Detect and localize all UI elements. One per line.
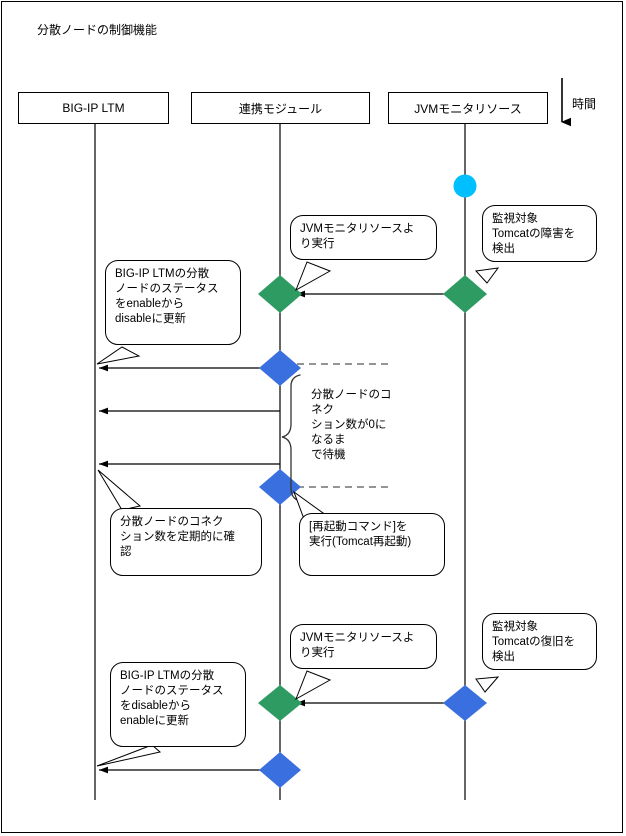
callout-tail-status-2 bbox=[96, 744, 162, 767]
page-title: 分散ノードの制御機能 bbox=[37, 23, 158, 37]
callout-recovery-detect[interactable]: 監視対象 Tomcatの復旧を 検出 bbox=[482, 613, 597, 670]
callout-restart-command-text: [再起動コマンド]を 実行(Tomcat再起動) bbox=[309, 521, 412, 548]
lifeline-label-bigip: BIG-IP LTM bbox=[62, 101, 125, 115]
node-marker-blue-1 bbox=[259, 350, 301, 386]
lifeline-label-jvm: JVMモニタリソース bbox=[414, 101, 522, 116]
callout-status-enable-to-disable[interactable]: BIG-IP LTMの分散 ノードのステータス をenableから disabl… bbox=[105, 260, 241, 345]
node-marker-green-3 bbox=[258, 685, 302, 721]
lifeline-label-module: 連携モジュール bbox=[238, 101, 323, 116]
node-marker-green-1 bbox=[258, 275, 302, 313]
lifeline-box-jvm[interactable]: JVMモニタリソース bbox=[388, 92, 548, 124]
callout-exec-from-jvm-1-text: JVMモニタリソースよ り実行 bbox=[300, 223, 415, 250]
callout-exec-from-jvm-1[interactable]: JVMモニタリソースよ り実行 bbox=[290, 215, 437, 260]
wait-brace bbox=[281, 374, 301, 502]
lifeline-box-module[interactable]: 連携モジュール bbox=[191, 92, 370, 124]
callout-tail-exec-jvm-1 bbox=[295, 261, 332, 292]
callout-check-connections-text: 分散ノードのコネク ション数を定期的に確 認 bbox=[120, 516, 235, 558]
callout-check-connections[interactable]: 分散ノードのコネク ション数を定期的に確 認 bbox=[110, 508, 262, 576]
callout-tail-recovery-detect bbox=[475, 676, 500, 693]
lifeline-box-bigip[interactable]: BIG-IP LTM bbox=[18, 92, 169, 124]
time-axis-label: 時間 bbox=[572, 97, 597, 111]
callout-status-disable-to-enable-text: BIG-IP LTMの分散 ノードのステータス をdisableから enabl… bbox=[120, 670, 224, 727]
start-marker-circle bbox=[453, 174, 477, 198]
callout-failure-detect-text: 監視対象 Tomcatの障害を 検出 bbox=[492, 213, 576, 255]
node-marker-blue-3 bbox=[443, 685, 487, 721]
callout-tail-failure-detect bbox=[474, 267, 500, 284]
callout-tail-status-1 bbox=[96, 346, 141, 365]
callout-exec-from-jvm-2[interactable]: JVMモニタリソースよ り実行 bbox=[290, 624, 437, 669]
callout-recovery-detect-text: 監視対象 Tomcatの復旧を 検出 bbox=[492, 621, 576, 663]
callout-status-disable-to-enable[interactable]: BIG-IP LTMの分散 ノードのステータス をdisableから enabl… bbox=[110, 662, 246, 747]
callout-exec-from-jvm-2-text: JVMモニタリソースよ り実行 bbox=[300, 632, 415, 659]
callout-failure-detect[interactable]: 監視対象 Tomcatの障害を 検出 bbox=[482, 205, 597, 262]
node-marker-green-2 bbox=[443, 275, 487, 313]
callout-restart-command[interactable]: [再起動コマンド]を 実行(Tomcat再起動) bbox=[299, 513, 445, 576]
callout-tail-check-connections bbox=[97, 469, 142, 511]
node-marker-blue-4 bbox=[259, 752, 301, 788]
callout-status-enable-to-disable-text: BIG-IP LTMの分散 ノードのステータス をenableから disabl… bbox=[115, 268, 219, 325]
brace-annotation-label: 分散ノードのコネク ション数が0になるま で待機 bbox=[311, 389, 392, 461]
callout-tail-exec-jvm-2 bbox=[295, 670, 332, 701]
node-marker-blue-2 bbox=[259, 469, 301, 505]
